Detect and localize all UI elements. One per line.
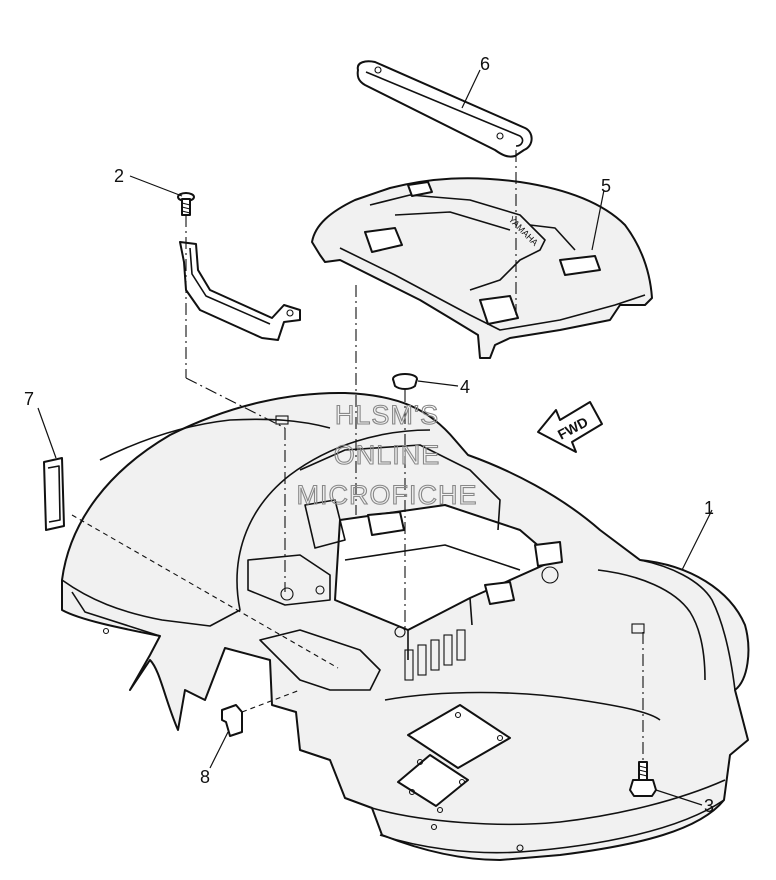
watermark-line-3: MICROFICHE <box>297 480 478 510</box>
callout-6: 6 <box>480 54 490 74</box>
callout-7: 7 <box>24 389 34 409</box>
assembly-guide-lines <box>71 150 644 760</box>
fwd-direction-arrow: FWD <box>537 401 603 453</box>
bolt-part-3 <box>629 761 657 797</box>
callout-5: 5 <box>601 176 611 196</box>
leader-lines <box>37 69 713 806</box>
callout-numbers: 1 2 3 4 5 6 7 8 <box>24 54 714 816</box>
callout-8: 8 <box>200 767 210 787</box>
watermark: HLSM'S ONLINE MICROFICHE <box>296 399 478 510</box>
watermark-line-1: HLSM'S <box>335 400 439 430</box>
label-part-7 <box>43 457 65 531</box>
callout-4: 4 <box>460 377 470 397</box>
bracket <box>179 241 301 341</box>
rack-cover-part-5: YAMAHA <box>311 177 653 359</box>
callout-2: 2 <box>114 166 124 186</box>
callout-1: 1 <box>704 498 714 518</box>
clip-part-8 <box>221 704 243 737</box>
pad-part-6 <box>356 60 533 158</box>
watermark-line-2: ONLINE <box>334 440 441 470</box>
callout-3: 3 <box>704 796 714 816</box>
grommet-part-4 <box>392 373 418 390</box>
bolt-part-2 <box>177 192 195 216</box>
